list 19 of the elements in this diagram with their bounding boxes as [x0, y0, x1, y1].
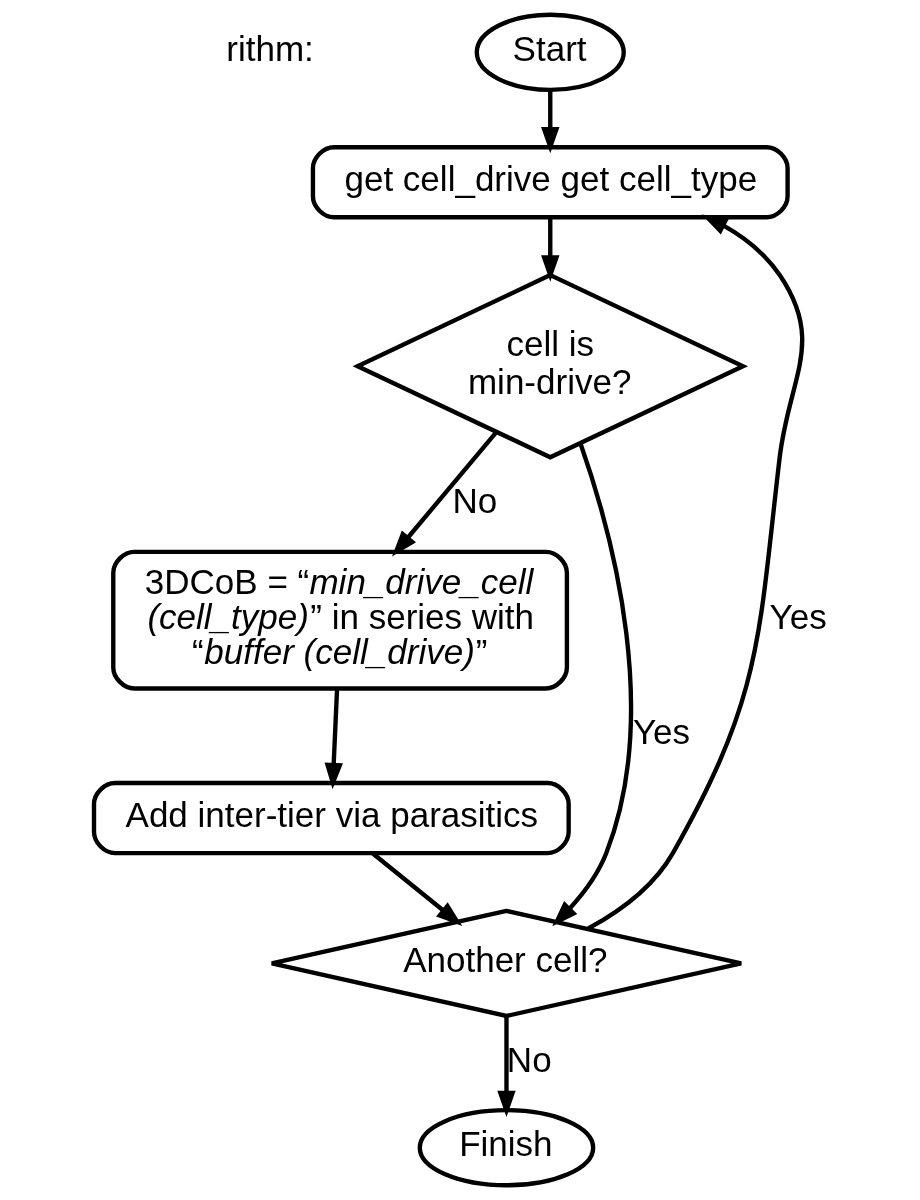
node-ellipse: Start	[474, 12, 626, 92]
node-box: Add inter-tier via parasitics	[91, 780, 571, 856]
arrow	[540, 89, 559, 154]
arrow	[324, 688, 343, 790]
edge-label: Yes	[632, 712, 690, 752]
node-box: 3DCoB = “min_drive_cell (cell_type)” in series with “buffer (cell_drive)”	[110, 549, 569, 691]
arrow	[551, 442, 633, 927]
arrow	[540, 217, 559, 282]
edge-label: Yes	[769, 596, 827, 636]
node-diamond: cell is min-drive?	[351, 272, 748, 460]
node-diamond: Another cell?	[269, 908, 743, 1019]
arrow	[586, 214, 804, 931]
edge-label: No	[506, 1040, 552, 1080]
arrow	[496, 1016, 516, 1117]
label: rithm:	[225, 29, 314, 69]
edge-label: No	[452, 481, 497, 521]
node-box: get cell_drive get cell_type	[310, 145, 790, 220]
arrow	[391, 431, 498, 557]
node-ellipse: Finish	[417, 1108, 595, 1188]
